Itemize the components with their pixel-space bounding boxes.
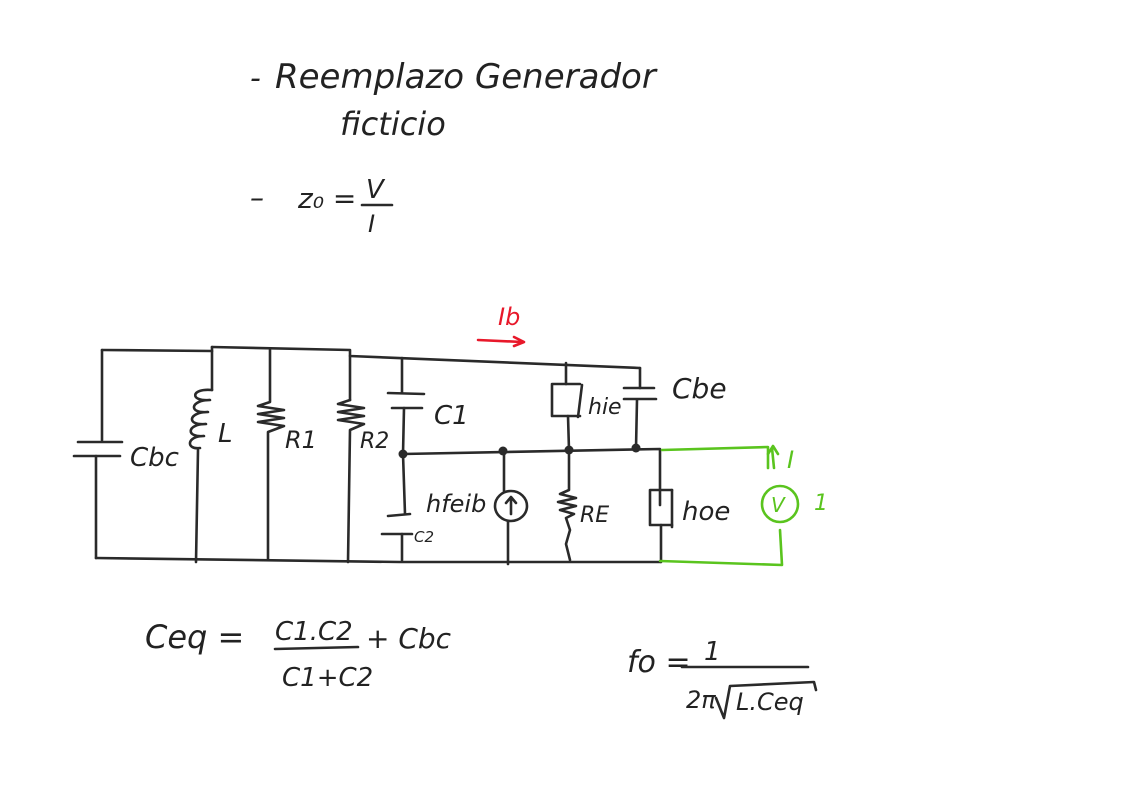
test-wire-top xyxy=(660,445,770,470)
equation-ceq: Ceq = C1.C2 C1+C2 + Cbc xyxy=(145,617,452,693)
equation-f0: fo = 1 2π L.Ceq xyxy=(627,637,818,720)
notes: - Reemplazo Generador ficticio – z₀ = V … xyxy=(250,57,658,238)
resistor-r1: R1 xyxy=(256,348,317,562)
f0-den-root: L.Ceq xyxy=(736,688,804,716)
label-cbe: Cbe xyxy=(672,372,727,405)
resistor-hie: hie xyxy=(550,361,622,452)
label-c1: C1 xyxy=(434,401,469,431)
z0-lhs: z₀ = xyxy=(297,182,356,215)
z0-numerator: V xyxy=(366,175,386,205)
sqrt-sign xyxy=(714,680,818,720)
label-one: 1 xyxy=(814,491,828,516)
label-v: V xyxy=(771,493,786,517)
circuit: Cbc L R1 R2 C1 xyxy=(72,345,730,566)
label-hoe: hoe xyxy=(682,497,730,527)
base-current-indicator: Ib xyxy=(476,303,526,348)
ib-label: Ib xyxy=(498,303,520,331)
capacitor-cbe: Cbe xyxy=(622,366,727,450)
note-subtitle: ficticio xyxy=(340,105,446,143)
wire-middle-rail xyxy=(401,447,662,507)
f0-lhs: fo = xyxy=(627,645,691,680)
test-current-arrow xyxy=(766,444,780,470)
ceq-fraction-bar xyxy=(273,645,360,651)
ceq-plus-cbc: + Cbc xyxy=(366,622,452,655)
label-l: L xyxy=(218,419,233,449)
z0-denominator: I xyxy=(368,210,375,238)
current-source-hfeib: hfeib xyxy=(426,449,529,566)
note-bullet-1: - xyxy=(250,61,261,96)
test-voltage-source: V I 1 xyxy=(658,444,828,567)
label-c2: C2 xyxy=(414,528,434,546)
voltage-source-circle xyxy=(760,484,800,524)
note-title: Reemplazo Generador xyxy=(275,57,658,97)
note-bullet-2: – xyxy=(250,181,264,214)
f0-den-prefix: 2π xyxy=(686,686,716,714)
label-r2: R2 xyxy=(360,429,389,454)
label-hfeib: hfeib xyxy=(426,490,486,518)
wire-top-main xyxy=(210,345,642,370)
ib-arrow-head xyxy=(512,335,526,348)
label-i: I xyxy=(787,446,794,474)
label-cbc: Cbc xyxy=(130,443,179,473)
label-r1: R1 xyxy=(285,426,317,454)
capacitor-cbc: Cbc xyxy=(72,440,179,560)
ceq-denominator: C1+C2 xyxy=(282,663,373,693)
f0-numerator: 1 xyxy=(704,637,721,667)
conductance-hoe: hoe xyxy=(648,488,730,564)
capacitor-c2: C2 xyxy=(380,452,434,562)
resistor-r2: R2 xyxy=(336,398,389,564)
ceq-lhs: Ceq = xyxy=(145,618,244,656)
ib-arrow-line xyxy=(476,338,524,344)
test-wire-bottom xyxy=(658,528,784,567)
label-hie: hie xyxy=(588,395,622,420)
resistor-re: RE xyxy=(556,448,609,562)
wire-bottom-rail xyxy=(94,556,662,564)
capacitor-c1: C1 xyxy=(386,356,469,456)
inductor-l: L xyxy=(188,345,233,564)
label-re: RE xyxy=(580,503,609,528)
wire-top-left xyxy=(100,348,214,353)
ceq-numerator: C1.C2 xyxy=(275,617,353,647)
